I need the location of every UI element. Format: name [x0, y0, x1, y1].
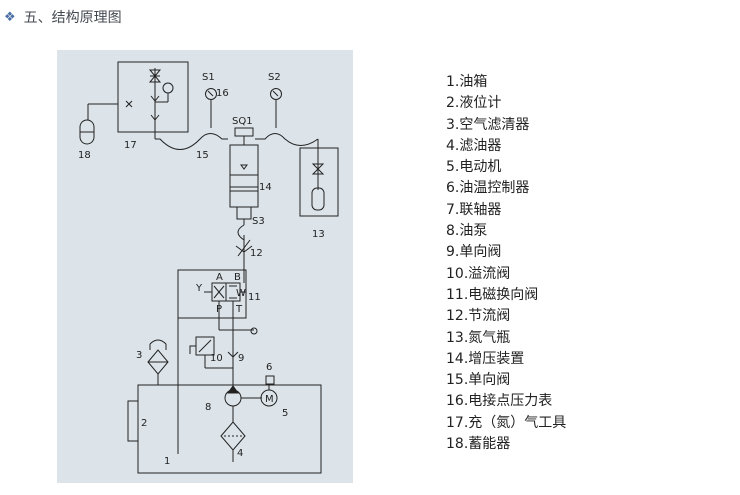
label-port-y: Y [195, 283, 203, 294]
legend-item: 10.溢流阀 [446, 265, 511, 282]
label-11: 11 [248, 292, 261, 303]
label-s1: S1 [202, 72, 215, 83]
label-3: 3 [136, 350, 142, 361]
oil-filter-icon [220, 421, 246, 451]
legend-item: 17.充（氮）气工具 [446, 414, 567, 431]
label-2: 2 [141, 418, 147, 429]
legend-item: 1.油箱 [446, 74, 488, 90]
legend-item: 11.电磁换向阀 [446, 286, 539, 303]
label-16: 16 [216, 88, 229, 99]
legend-item: 16.电接点压力表 [446, 393, 553, 410]
legend-item: 18.蓄能器 [446, 436, 511, 453]
legend-item: 14.增压装置 [446, 350, 525, 367]
label-15: 15 [196, 150, 209, 161]
legend-item: 8.油泵 [446, 223, 488, 240]
nitrogen-cylinder-icon [311, 187, 325, 211]
pressure-gauge-s1-icon [205, 88, 217, 100]
component-legend: 1.油箱 2.液位计 3.空气滤清器 4.滤油器 5.电动机 6.油温控制器 7… [446, 72, 566, 455]
label-sq1: SQ1 [232, 116, 253, 127]
label-12: 12 [250, 248, 263, 259]
label-14: 14 [259, 182, 272, 193]
label-port-b: B [234, 272, 241, 283]
level-gauge-icon [127, 400, 139, 442]
legend-item: 13.氮气瓶 [446, 329, 511, 346]
label-9: 9 [238, 353, 244, 364]
legend-item: 2.液位计 [446, 95, 502, 112]
charging-tool-box [117, 61, 189, 133]
label-port-p: P [216, 304, 222, 315]
section-header: ❖ 五、结构原理图 [4, 6, 122, 28]
label-port-t: T [235, 304, 243, 315]
legend-item: 5.电动机 [446, 159, 502, 176]
legend-item: 7.联轴器 [446, 201, 502, 218]
legend-item: 6.油温控制器 [446, 180, 530, 197]
label-18: 18 [78, 150, 91, 161]
legend-item: 4.滤油器 [446, 137, 502, 154]
label-5: 5 [282, 408, 288, 419]
legend-item: 15.单向阀 [446, 372, 511, 389]
label-8: 8 [205, 402, 211, 413]
label-motor: M [265, 394, 274, 405]
label-13: 13 [312, 229, 325, 240]
label-s2: S2 [268, 72, 281, 83]
section-title: 五、结构原理图 [23, 10, 122, 26]
label-4: 4 [237, 448, 243, 459]
legend-item: 3.空气滤清器 [446, 116, 530, 133]
legend-item: 12.节流阀 [446, 308, 511, 325]
nitrogen-bottle-box [299, 147, 339, 217]
label-6: 6 [266, 362, 272, 373]
label-s3: S3 [252, 216, 265, 227]
solenoid-valve-box [177, 269, 247, 319]
temp-controller-icon [265, 375, 275, 385]
legend-item: 9.单向阀 [446, 244, 502, 261]
label-17: 17 [124, 140, 137, 151]
label-port-a: A [216, 272, 223, 283]
diamond-bullet-icon: ❖ [4, 9, 16, 25]
label-port-w: W [236, 288, 246, 299]
schematic-panel [57, 50, 353, 483]
label-10: 10 [210, 353, 223, 364]
label-1: 1 [164, 456, 170, 467]
pressure-gauge-s2-icon [270, 88, 282, 100]
